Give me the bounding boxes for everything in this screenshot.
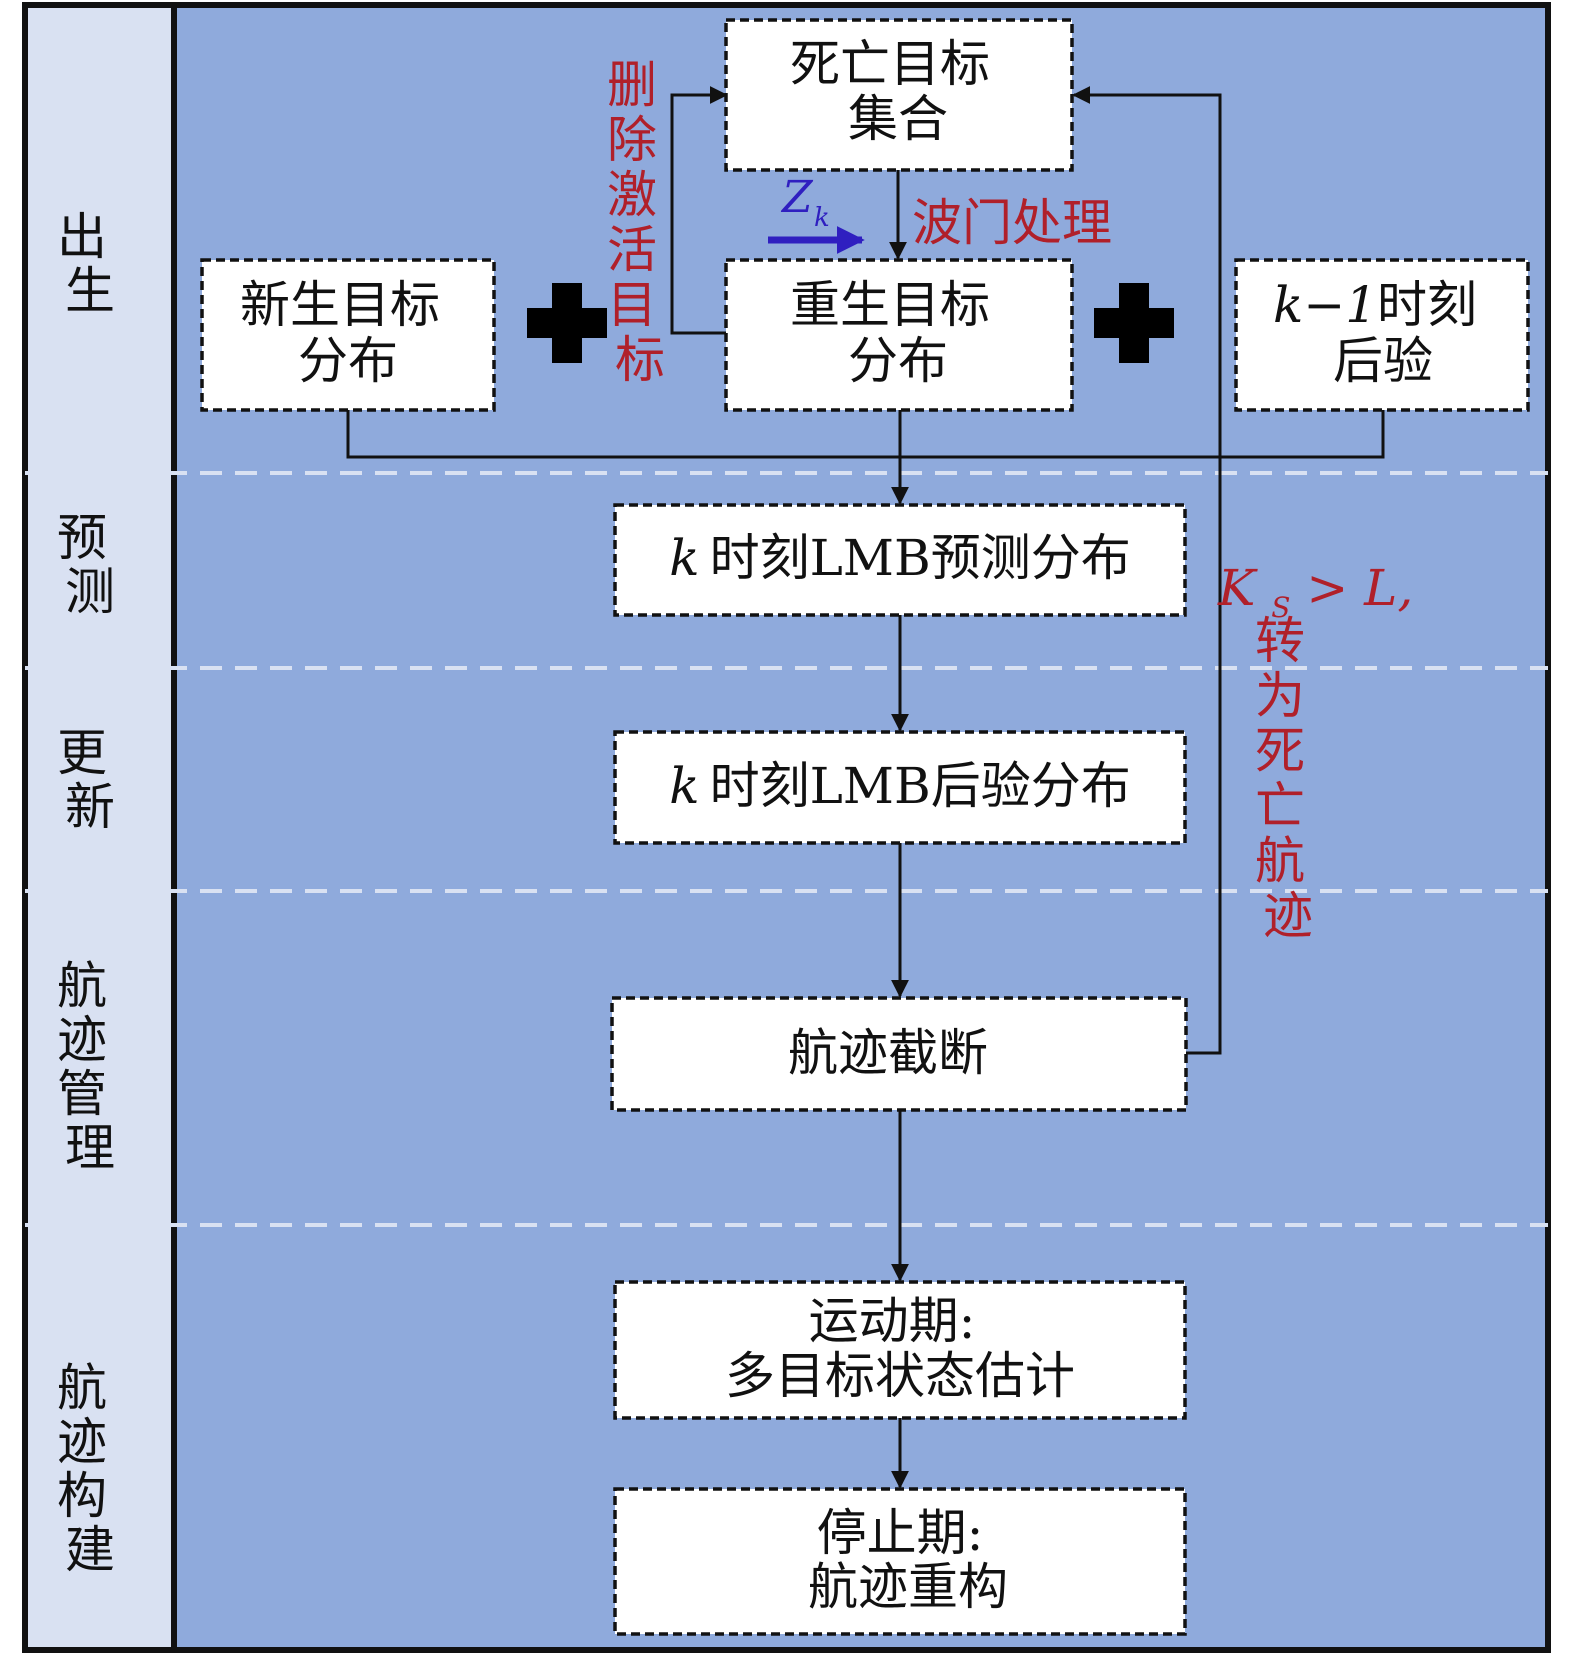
svg-text:K S > L,: K S > L,: [1217, 559, 1413, 629]
merge-line: [346, 410, 1385, 459]
stage-dividers: [25, 471, 1548, 1227]
box-stop: [613, 1487, 1187, 1636]
motion-label: 运动期: 多目标状态估计: [725, 1292, 1075, 1405]
measurement-subscript: k: [814, 203, 830, 233]
condition-annotation: K S > L, 转 为 死 亡 航 迹: [1217, 559, 1413, 945]
stage-label-birth: 出 生: [57, 208, 123, 320]
box-reborn: [724, 258, 1074, 412]
stage-label-update: 更 新: [57, 724, 123, 836]
gate-processing-annotation: 波门处理: [912, 194, 1112, 252]
dead-targets-label: 死亡目标 集合: [790, 35, 1006, 148]
measurement-input: Z k: [768, 172, 865, 254]
reborn-label: 重生目标 分布: [790, 276, 1006, 390]
arrow-reborn-to-dead: [670, 86, 728, 335]
plus-icon: [1094, 283, 1174, 363]
connectors: [346, 86, 1385, 1489]
stage-label-track-management: 航 迹 管 理: [57, 957, 123, 1177]
box-predicted: [613, 503, 1187, 617]
stage-label-track-construction: 航 迹 构 建: [57, 1359, 123, 1579]
box-prev-posterior: [1234, 258, 1530, 412]
stop-label: 停止期: 航迹重构: [808, 1504, 1008, 1616]
outer-frame: [22, 2, 1551, 1653]
arrow-truncation-to-dead: [1072, 86, 1222, 1055]
convert-dead-annotation: 转 为 死 亡 航 迹: [1255, 612, 1321, 945]
box-dead-targets: [724, 18, 1074, 172]
delete-reactivate-annotation: 删 除 激 活 目 标: [607, 56, 673, 389]
truncation-label: 航迹截断: [788, 1024, 988, 1082]
box-newborn: [200, 258, 496, 412]
prev-posterior-label: k−1时刻 后验: [1273, 276, 1493, 390]
box-posterior: [613, 730, 1187, 845]
stage-label-predict: 预 测: [57, 509, 123, 621]
box-truncation: [610, 996, 1188, 1112]
boxes: [200, 18, 1530, 1636]
measurement-symbol: Z: [780, 172, 814, 223]
stage-column: [25, 5, 173, 1650]
newborn-label: 新生目标 分布: [240, 276, 456, 390]
box-motion: [613, 1280, 1187, 1420]
plus-icon: [527, 283, 607, 363]
